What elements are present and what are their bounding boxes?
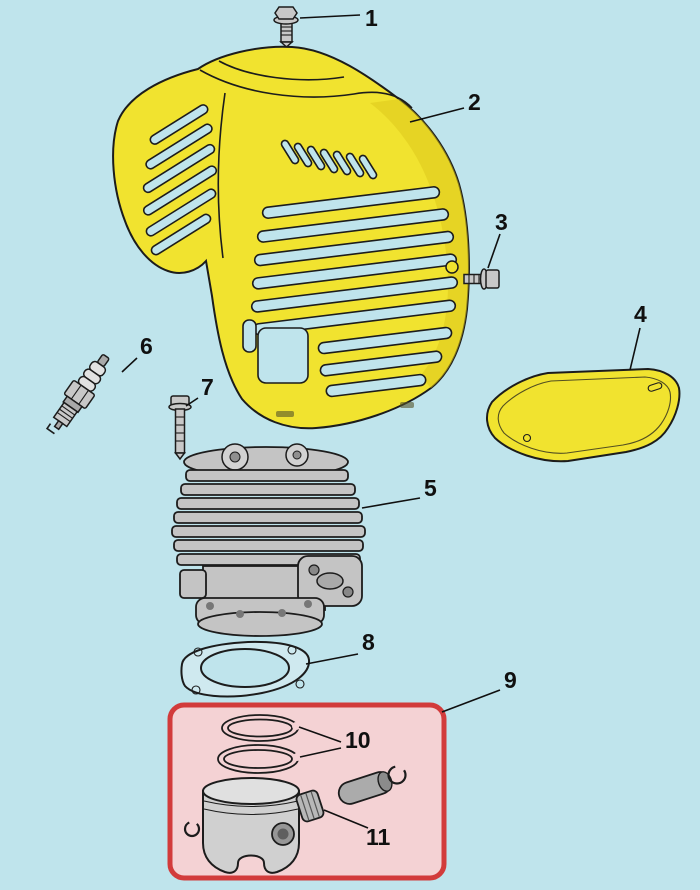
callout-line-7 <box>185 397 199 407</box>
base-bolt-hole <box>206 602 214 610</box>
part-side-screw <box>463 268 500 290</box>
callout-label-5: 5 <box>424 475 437 501</box>
screw-tip <box>279 41 294 49</box>
part-engine-cover <box>112 45 470 430</box>
callout-label-6: 6 <box>140 333 153 359</box>
cover-top-seam <box>199 69 413 109</box>
ring-gap <box>293 753 301 761</box>
cover-top-louvers <box>280 139 378 180</box>
plug-electrode <box>53 419 64 431</box>
callout-label-7: 7 <box>201 374 214 400</box>
callout-label-3: 3 <box>495 209 508 235</box>
callouts: 1 2 3 4 5 6 7 8 9 10 11 <box>121 5 647 850</box>
wrist-pin-hole <box>277 828 289 840</box>
cover-side-slot <box>242 319 257 353</box>
gasket-hole <box>287 645 297 655</box>
part-piston-ring-set <box>217 714 301 774</box>
part-cylinder-screw <box>168 395 192 461</box>
callout-line-2 <box>409 107 465 123</box>
screw-shank <box>174 408 186 454</box>
cover-shading <box>370 99 469 388</box>
gasket-hole <box>191 685 201 695</box>
ring-groove <box>203 808 299 816</box>
plate-inner-line <box>497 376 672 454</box>
screw-shank <box>280 21 293 43</box>
intake-flange <box>179 569 207 599</box>
part-piston-assembly-kit <box>167 702 447 881</box>
callout-line-10a <box>298 726 342 743</box>
part-cylinder-gasket <box>180 640 311 698</box>
plate-body <box>486 367 681 463</box>
circlip-left <box>183 820 201 838</box>
part-spark-plug <box>45 354 110 435</box>
plate-slot <box>647 382 663 392</box>
gasket-hole <box>295 679 305 689</box>
screw-hex-head <box>274 6 298 20</box>
circlip-right <box>387 765 407 785</box>
cover-window-opening <box>257 327 309 384</box>
cover-mold-mark-2 <box>400 402 414 408</box>
exhaust-port <box>316 572 344 590</box>
callout-line-3 <box>487 233 501 269</box>
part-needle-bearing <box>295 789 325 823</box>
cover-upper-seam <box>218 60 345 81</box>
gasket-hole <box>193 647 203 657</box>
ring-gap <box>292 722 300 730</box>
base-bolt-hole <box>304 600 312 608</box>
callout-label-8: 8 <box>362 629 375 655</box>
cover-grille-slats <box>250 186 459 398</box>
plate-hole <box>522 433 532 443</box>
callout-line-4 <box>629 327 641 371</box>
cover-screw-boss <box>445 260 459 274</box>
piston-body <box>202 790 300 874</box>
callout-line-9 <box>441 689 501 713</box>
exhaust-stud-2 <box>342 586 354 598</box>
piston <box>202 777 300 874</box>
callout-line-5 <box>361 497 421 509</box>
callout-label-9: 9 <box>504 667 517 693</box>
plug-ground-electrode <box>45 423 55 435</box>
screw-tip <box>174 452 186 461</box>
callout-label-4: 4 <box>634 301 647 327</box>
ring-groove <box>203 800 299 808</box>
piston-crown <box>202 777 300 805</box>
cylinder-skirt <box>197 611 323 637</box>
callout-label-11: 11 <box>366 824 391 850</box>
cover-left-vents <box>142 104 218 256</box>
callout-line-11 <box>323 809 369 829</box>
callout-line-8 <box>305 653 359 665</box>
cover-wing-seam <box>217 92 226 259</box>
screw-hex-head <box>485 269 500 289</box>
gasket-bore <box>200 648 290 688</box>
callout-line-1 <box>299 14 361 19</box>
callout-label-1: 1 <box>365 5 378 31</box>
base-bolt-hole <box>278 609 286 617</box>
callout-label-10: 10 <box>345 727 371 753</box>
exhaust-stud <box>308 564 320 576</box>
part-collar-screw-top <box>273 6 299 49</box>
callout-line-10b <box>299 747 342 758</box>
base-bolt-hole <box>236 610 244 618</box>
part-cylinder <box>171 443 366 637</box>
part-cover-plate <box>486 367 681 463</box>
cylinder-fins <box>171 469 366 566</box>
callout-line-6 <box>121 357 138 373</box>
cover-mold-mark <box>276 411 294 417</box>
callout-label-2: 2 <box>468 89 481 115</box>
